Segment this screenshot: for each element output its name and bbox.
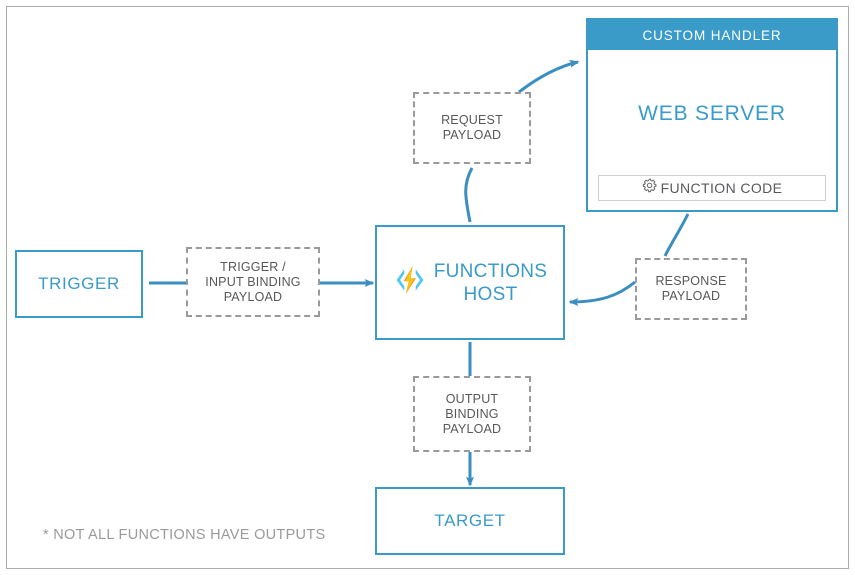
target-label: TARGET: [434, 511, 506, 530]
footnote-text: * NOT ALL FUNCTIONS HAVE OUTPUTS: [43, 527, 326, 543]
trigger-label: TRIGGER: [38, 274, 120, 293]
trigger-payload-line-1: TRIGGER /: [220, 259, 286, 274]
azure-functions-logo-icon: [393, 263, 427, 302]
web-server-label: WEB SERVER: [638, 102, 786, 125]
response-payload-line-1: RESPONSE: [655, 274, 727, 288]
arrow-response-segment-upper: [663, 213, 690, 257]
output-binding-payload-node: OUTPUT BINDING PAYLOAD: [413, 376, 531, 452]
output-binding-payload-label: OUTPUT BINDING PAYLOAD: [443, 392, 502, 437]
functions-host-node: FUNCTIONS HOST: [375, 225, 565, 340]
request-payload-line-1: REQUEST: [441, 113, 503, 127]
gear-icon: [642, 178, 657, 198]
request-payload-label: REQUEST PAYLOAD: [441, 113, 503, 143]
function-code-label: FUNCTION CODE: [660, 180, 783, 196]
target-node: TARGET: [375, 487, 565, 555]
trigger-payload-line-2: INPUT BINDING: [205, 274, 301, 289]
request-payload-node: REQUEST PAYLOAD: [413, 92, 531, 164]
functions-host-content: FUNCTIONS HOST: [393, 260, 548, 306]
trigger-payload-line-3: PAYLOAD: [223, 289, 283, 304]
functions-host-label-line-1: FUNCTIONS: [433, 260, 548, 282]
request-payload-line-2: PAYLOAD: [442, 128, 502, 142]
response-payload-line-2: PAYLOAD: [661, 289, 721, 303]
function-code-node: FUNCTION CODE: [598, 175, 826, 201]
response-payload-label: RESPONSE PAYLOAD: [655, 274, 726, 304]
arrow-request-to-custom-handler: [518, 59, 580, 94]
trigger-input-binding-payload-node: TRIGGER / INPUT BINDING PAYLOAD: [186, 247, 320, 317]
arrow-response-to-functions-host: [568, 280, 636, 306]
trigger-input-binding-payload-label: TRIGGER / INPUT BINDING PAYLOAD: [205, 260, 300, 305]
arrow-request-segment-lower: [464, 167, 474, 223]
custom-handler-header: CUSTOM HANDLER: [588, 20, 836, 50]
custom-handler-node: CUSTOM HANDLER WEB SERVER FUNCTION CODE: [586, 18, 838, 212]
output-payload-line-2: BINDING: [445, 406, 499, 421]
output-payload-line-1: OUTPUT: [445, 391, 499, 406]
trigger-node: TRIGGER: [15, 250, 143, 318]
output-payload-line-3: PAYLOAD: [442, 421, 502, 436]
functions-host-label: FUNCTIONS HOST: [434, 260, 548, 306]
response-payload-node: RESPONSE PAYLOAD: [635, 258, 747, 320]
functions-host-label-line-2: HOST: [463, 283, 518, 305]
